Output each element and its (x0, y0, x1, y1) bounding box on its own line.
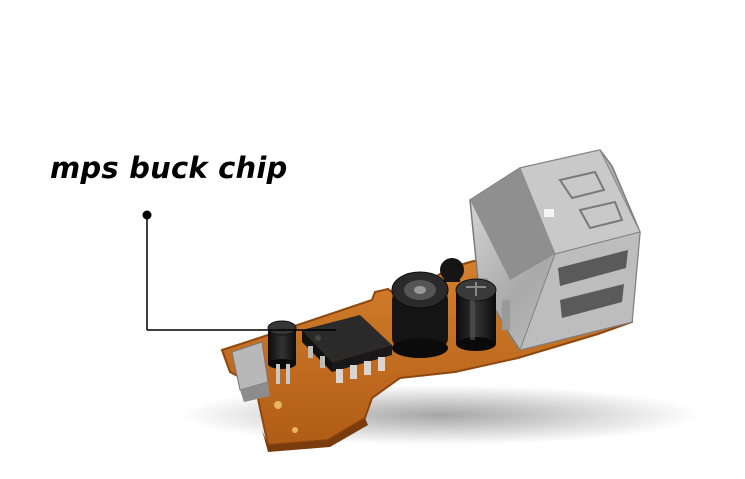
leader-line (142, 210, 336, 331)
electrolytic-capacitor-icon (455, 278, 497, 351)
input-capacitor-icon (267, 320, 297, 384)
inductor-icon (391, 271, 449, 358)
ic-chip-icon (302, 315, 392, 383)
small-capacitor-icon (440, 258, 464, 282)
annotation-label: mps buck chip (50, 151, 288, 185)
input-jack-icon (231, 341, 270, 402)
